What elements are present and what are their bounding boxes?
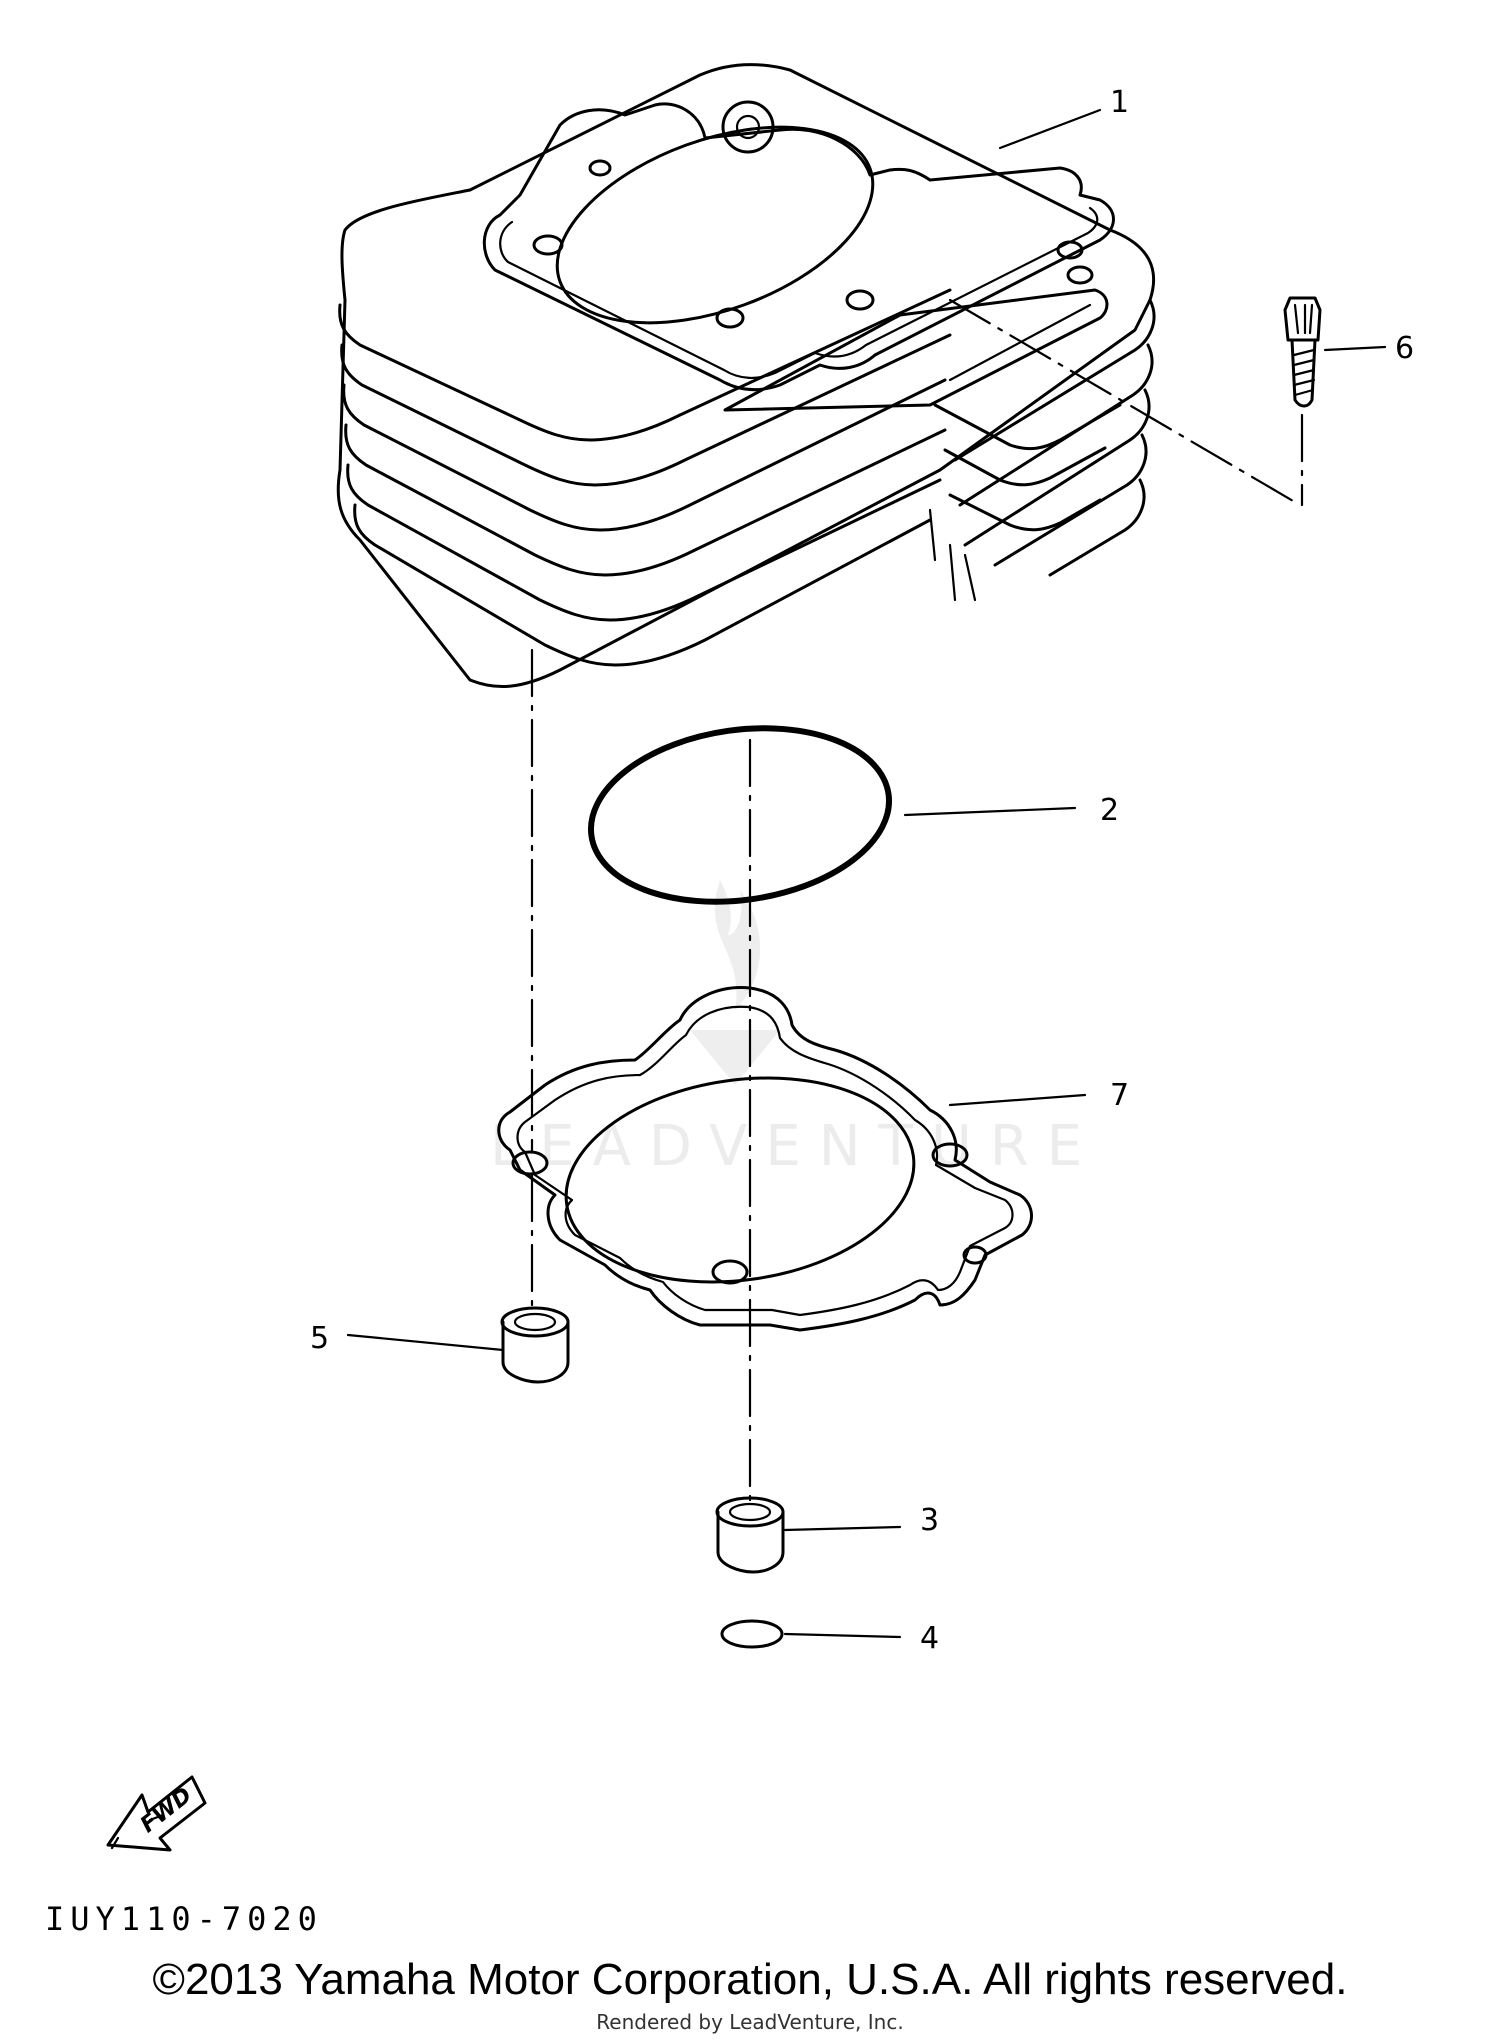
cylinder-drawing <box>336 63 1302 689</box>
callout-7: 7 <box>1110 1078 1129 1113</box>
diagram-code: IUY110-7020 <box>45 1900 323 1938</box>
callout-6: 6 <box>1395 331 1414 366</box>
dowel-pin-3-drawing <box>715 1496 785 1574</box>
watermark: LEADVENTURE <box>490 880 1100 1179</box>
watermark-text: LEADVENTURE <box>490 1114 1100 1179</box>
small-o-ring-drawing <box>720 1619 784 1649</box>
fwd-label: FWD <box>136 1783 197 1838</box>
fwd-arrow-icon: FWD <box>106 1775 207 1852</box>
o-ring-drawing <box>587 725 893 905</box>
callout-3: 3 <box>920 1503 939 1538</box>
callout-2: 2 <box>1100 793 1119 828</box>
copyright-notice: ©2013 Yamaha Motor Corporation, U.S.A. A… <box>152 1955 1348 2004</box>
bolt-drawing <box>1283 296 1322 507</box>
rendered-by-credit: Rendered by LeadVenture, Inc. <box>596 2010 904 2034</box>
leader-lines <box>346 108 1387 1639</box>
callout-1: 1 <box>1110 85 1129 120</box>
callout-5: 5 <box>310 1321 329 1356</box>
gasket-drawing <box>497 986 1033 1332</box>
alignment-lines <box>530 648 752 1502</box>
callout-4: 4 <box>920 1621 939 1656</box>
dowel-pin-5-drawing <box>500 1306 570 1384</box>
